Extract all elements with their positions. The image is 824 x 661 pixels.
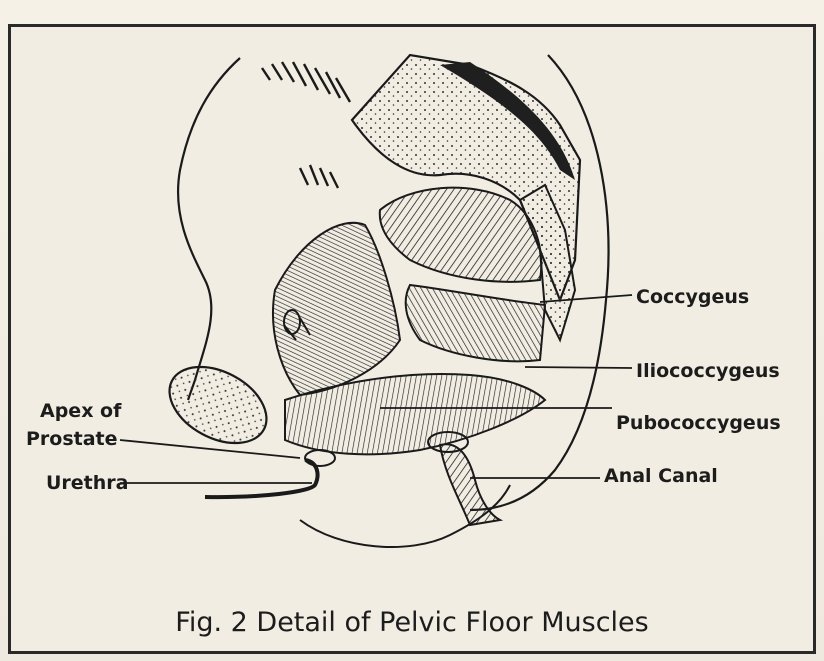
label-pubococcygeus: Pubococcygeus	[616, 414, 781, 433]
coccygeus-muscle	[380, 188, 541, 282]
body-outline	[178, 58, 240, 400]
leader-iliococcygeus	[525, 367, 632, 368]
fiber-strokes-top	[262, 62, 350, 188]
label-apex-of-prostate-line1: Apex of	[40, 402, 121, 421]
label-apex-of-prostate-line2: Prostate	[26, 430, 118, 449]
prostate-oval	[157, 351, 280, 458]
figure-caption: Fig. 2 Detail of Pelvic Floor Muscles	[0, 607, 824, 638]
label-urethra: Urethra	[46, 474, 129, 493]
leader-apex-of-prostate	[120, 440, 300, 458]
anal-canal	[440, 444, 500, 525]
iliococcygeus-muscle	[406, 285, 545, 361]
urethra-opening	[305, 450, 335, 466]
label-iliococcygeus: Iliococcygeus	[636, 362, 780, 381]
label-coccygeus: Coccygeus	[636, 288, 749, 307]
urethra-tube	[205, 460, 318, 497]
label-anal-canal: Anal Canal	[604, 467, 718, 486]
levator-fan	[273, 223, 400, 395]
